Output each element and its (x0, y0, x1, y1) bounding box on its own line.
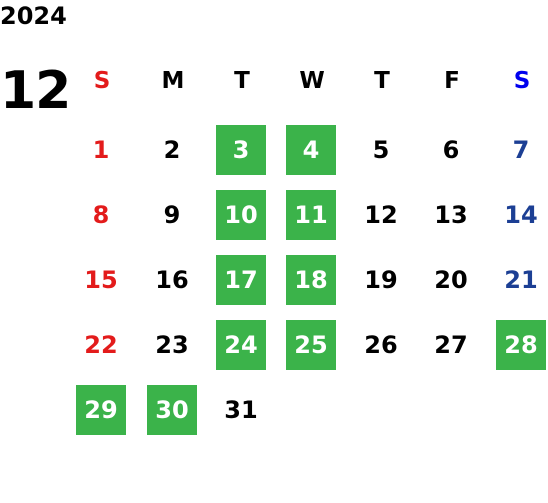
calendar-day: 22 (84, 331, 118, 359)
calendar-day-highlighted: 10 (216, 190, 266, 240)
calendar-day: 15 (84, 266, 118, 294)
calendar-day: 9 (163, 201, 181, 229)
calendar-day: 14 (504, 201, 538, 229)
weekday-header-tue: T (234, 68, 250, 94)
year-label: 2024 (0, 2, 67, 30)
calendar-day: 1 (92, 136, 110, 164)
calendar-day: 8 (92, 201, 110, 229)
calendar-day: 23 (155, 331, 189, 359)
weekday-header-thu: T (374, 68, 390, 94)
calendar-day: 16 (155, 266, 189, 294)
calendar-day-highlighted: 25 (286, 320, 336, 370)
weekday-header-mon: M (161, 68, 185, 94)
calendar-day: 6 (442, 136, 460, 164)
calendar-day: 21 (504, 266, 538, 294)
calendar-day: 19 (364, 266, 398, 294)
weekday-header-sat: S (513, 68, 531, 94)
calendar-day-highlighted: 4 (286, 125, 336, 175)
calendar-day: 13 (434, 201, 468, 229)
calendar-day: 12 (364, 201, 398, 229)
calendar-day-highlighted: 11 (286, 190, 336, 240)
calendar-day: 2 (163, 136, 181, 164)
calendar-day: 20 (434, 266, 468, 294)
calendar-day: 5 (372, 136, 390, 164)
calendar-day-highlighted: 29 (76, 385, 126, 435)
calendar-day: 7 (512, 136, 530, 164)
calendar-day-highlighted: 28 (496, 320, 546, 370)
calendar-day-highlighted: 24 (216, 320, 266, 370)
month-number: 12 (0, 61, 71, 121)
calendar-day-highlighted: 17 (216, 255, 266, 305)
calendar-day-highlighted: 18 (286, 255, 336, 305)
calendar-day: 31 (224, 396, 258, 424)
calendar-day: 26 (364, 331, 398, 359)
weekday-header-sun: S (93, 68, 111, 94)
calendar-day-highlighted: 3 (216, 125, 266, 175)
calendar-day: 27 (434, 331, 468, 359)
weekday-header-wed: W (299, 68, 325, 94)
weekday-header-fri: F (444, 68, 460, 94)
calendar-day-highlighted: 30 (147, 385, 197, 435)
